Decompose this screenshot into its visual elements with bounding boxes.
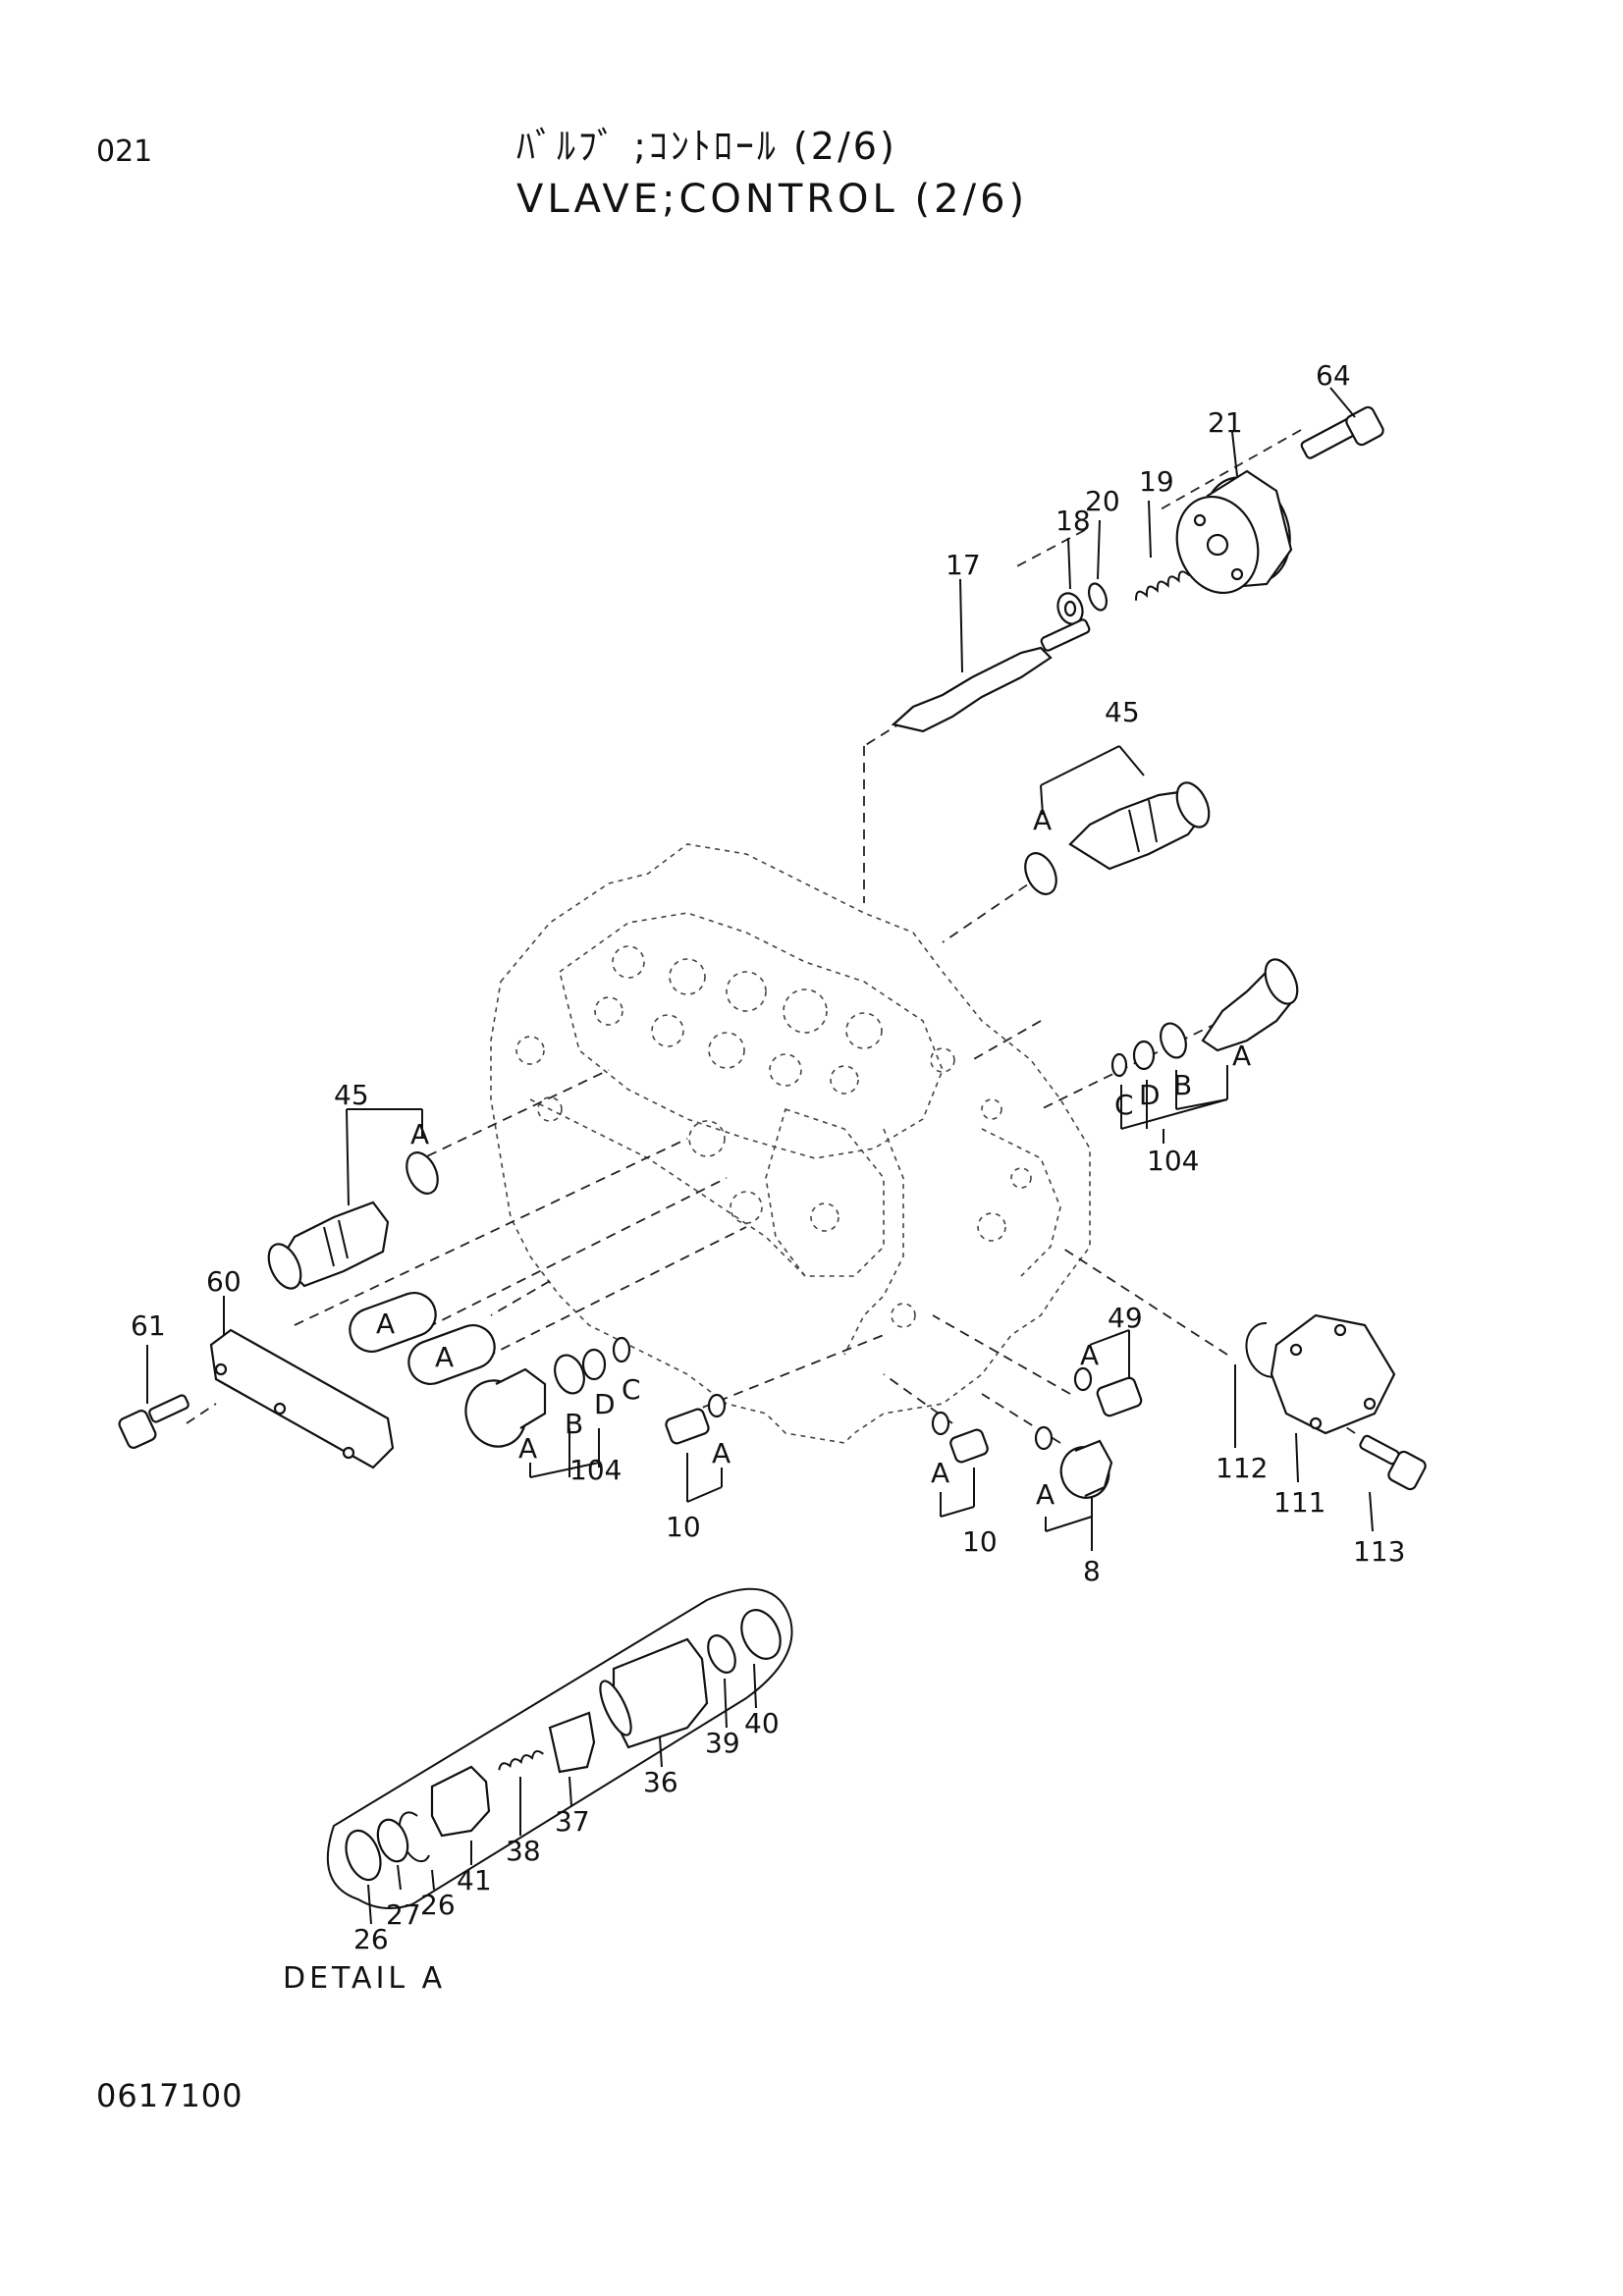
callout-18: 18 (1055, 505, 1091, 537)
flange-111 (1270, 1313, 1396, 1483)
spring-19 (1135, 500, 1191, 601)
drawing-number: 0617100 (96, 2077, 243, 2114)
detail-a-label: DETAIL A (283, 1961, 447, 1996)
title-japanese: ﾊﾞﾙﾌﾞ ;ｺﾝﾄﾛｰﾙ (2/6) (516, 125, 897, 168)
callout-20: 20 (1085, 485, 1120, 517)
page-number: 021 (96, 134, 153, 169)
callout-45-left: 45 (334, 1079, 369, 1111)
callout-104-left: 104 (569, 1454, 622, 1486)
callout-38: 38 (506, 1835, 541, 1867)
callout-36: 36 (643, 1766, 678, 1798)
callout-a-45-top: A (1033, 804, 1052, 836)
relief-valve-45-top (1024, 745, 1211, 895)
title-english: VLAVE;CONTROL (2/6) (516, 177, 1029, 222)
callout-a-capsule-2: A (435, 1341, 454, 1373)
callout-10-left: 10 (666, 1511, 701, 1543)
callout-37: 37 (555, 1805, 590, 1838)
callout-60: 60 (206, 1265, 242, 1298)
plug-8 (1034, 1425, 1113, 1551)
bolt-61 (118, 1345, 189, 1449)
callout-17: 17 (946, 549, 981, 581)
callout-a-10-right: A (931, 1457, 949, 1489)
callout-a-104-right: A (1232, 1040, 1251, 1072)
capsule-a-right (407, 1324, 496, 1385)
callout-a-8: A (1036, 1478, 1055, 1511)
ring-20 (1087, 519, 1109, 612)
plug-49 (1073, 1329, 1143, 1417)
callout-b-104-left: B (565, 1408, 583, 1440)
plug-10-right (931, 1411, 989, 1518)
callout-b-104-right: B (1173, 1069, 1192, 1101)
callout-a-104-left: A (518, 1432, 537, 1465)
capsule-a-left (349, 1292, 437, 1353)
callout-27: 27 (386, 1898, 421, 1931)
callout-21: 21 (1208, 406, 1243, 439)
cap-21 (1175, 431, 1293, 595)
washer-18 (1056, 537, 1084, 625)
callout-111: 111 (1273, 1486, 1325, 1519)
callout-a-49: A (1080, 1339, 1099, 1371)
callout-40: 40 (744, 1707, 780, 1739)
plug-104-left (464, 1336, 631, 1478)
callout-26-lower: 26 (353, 1923, 389, 1955)
callout-104-right: 104 (1147, 1145, 1199, 1177)
callout-d-104-left: D (594, 1388, 616, 1420)
callout-113: 113 (1353, 1535, 1405, 1568)
spool-17 (891, 578, 1091, 733)
callout-a-capsule-1: A (376, 1308, 395, 1340)
callout-d-104-right: D (1139, 1079, 1161, 1111)
bolt-64 (1300, 387, 1384, 459)
callout-a-10-left: A (712, 1437, 730, 1469)
block-60 (209, 1296, 395, 1469)
callout-39: 39 (705, 1727, 740, 1759)
callout-a-45-left: A (410, 1118, 429, 1150)
callout-19: 19 (1139, 465, 1174, 498)
callout-8: 8 (1083, 1555, 1101, 1587)
callout-112: 112 (1216, 1452, 1268, 1484)
callout-64: 64 (1316, 359, 1351, 392)
callout-41: 41 (457, 1864, 492, 1896)
control-valve-body (490, 843, 1091, 1444)
relief-valve-45-left (267, 1108, 439, 1290)
callout-26-upper: 26 (420, 1889, 456, 1921)
callout-c-104-right: C (1114, 1089, 1134, 1121)
callout-10-right: 10 (962, 1525, 998, 1558)
detail-a-view (326, 1587, 793, 1925)
bolt-113 (1359, 1434, 1427, 1532)
callout-c-104-left: C (622, 1373, 641, 1406)
callout-49: 49 (1108, 1302, 1143, 1334)
callout-61: 61 (131, 1309, 166, 1342)
plug-10-left (665, 1393, 727, 1503)
projection-lines (186, 429, 1356, 1444)
callout-45-top: 45 (1105, 696, 1140, 728)
callout-labels: 64 21 19 20 18 17 45 A A C D B 104 45 A … (131, 359, 1405, 1955)
plug-104-right (1110, 958, 1299, 1144)
